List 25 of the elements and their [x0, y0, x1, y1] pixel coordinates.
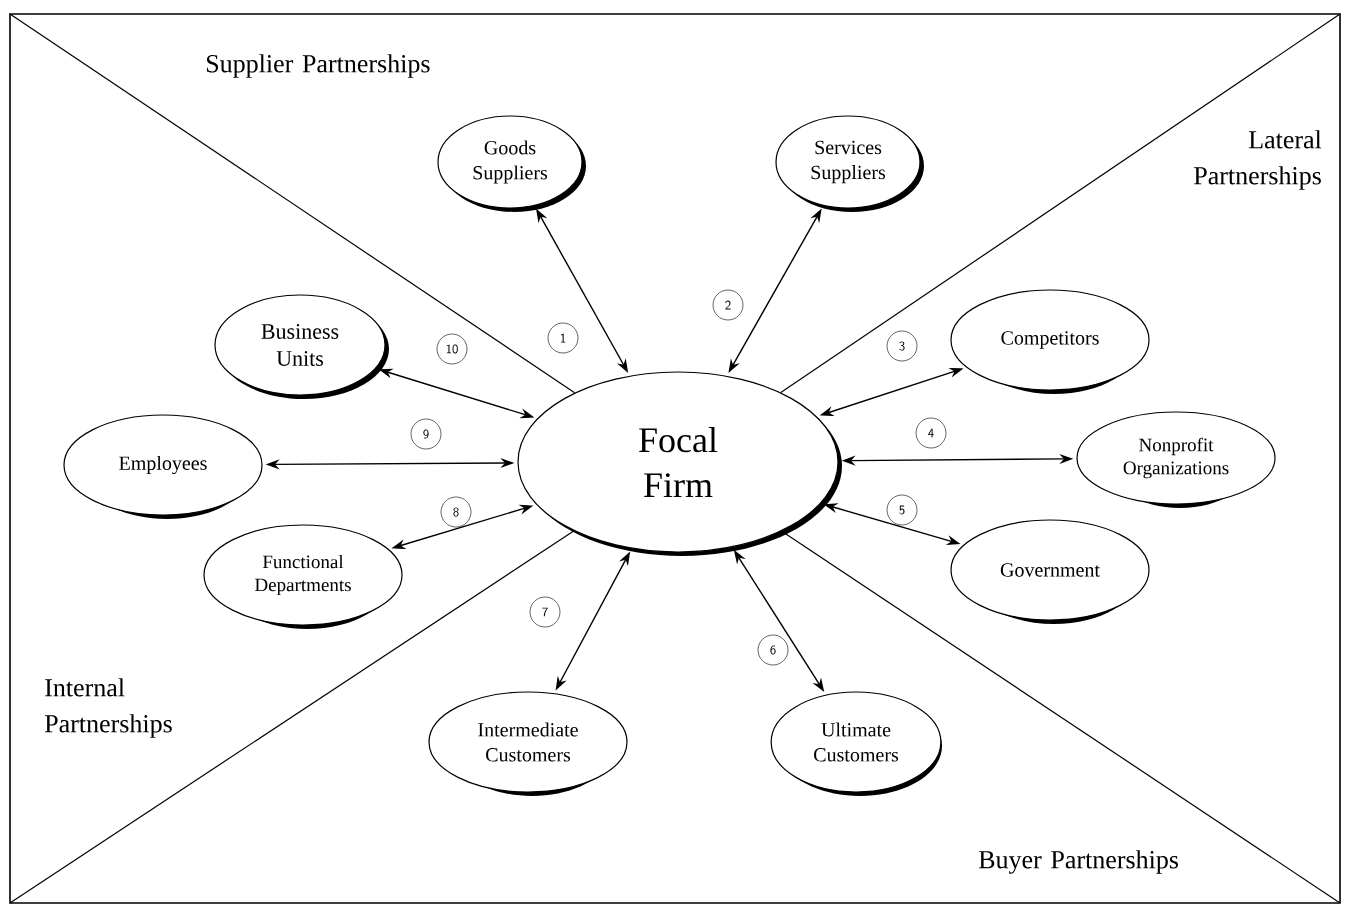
callout-number: 10: [436, 333, 468, 365]
ellipse-node: Government: [950, 519, 1150, 624]
region-label: Supplier Partnerships: [206, 54, 430, 78]
callout-number: 5: [886, 494, 918, 526]
ellipse-node: Nonprofit Organizations: [1076, 411, 1276, 508]
callout-number: 9: [410, 418, 442, 450]
ellipse-node: Services Suppliers: [775, 115, 924, 212]
callout-number: 6: [757, 634, 789, 666]
region-label: Buyer Partnerships: [978, 850, 1178, 874]
region-label: Lateral Partnerships: [1194, 130, 1322, 190]
callout-number: 4: [915, 417, 947, 449]
callout-number: 2: [712, 289, 744, 321]
ellipse-node: Ultimate Customers: [770, 691, 942, 796]
ellipse-node: Competitors: [950, 289, 1150, 394]
region-label: Internal Partnerships: [44, 678, 172, 738]
callout-number: 1: [547, 322, 579, 354]
ellipse-node: Business Units: [214, 294, 389, 399]
ellipse-node: Intermediate Customers: [428, 691, 628, 796]
ellipse-node: Functional Departments: [203, 524, 403, 629]
ellipse-node: Focal Firm: [517, 371, 842, 556]
ellipse-node: Goods Suppliers: [437, 115, 586, 212]
callout-number: 3: [886, 330, 918, 362]
callout-number: 7: [529, 596, 561, 628]
callout-number: 8: [440, 496, 472, 528]
ellipse-node: Employees: [63, 414, 263, 519]
